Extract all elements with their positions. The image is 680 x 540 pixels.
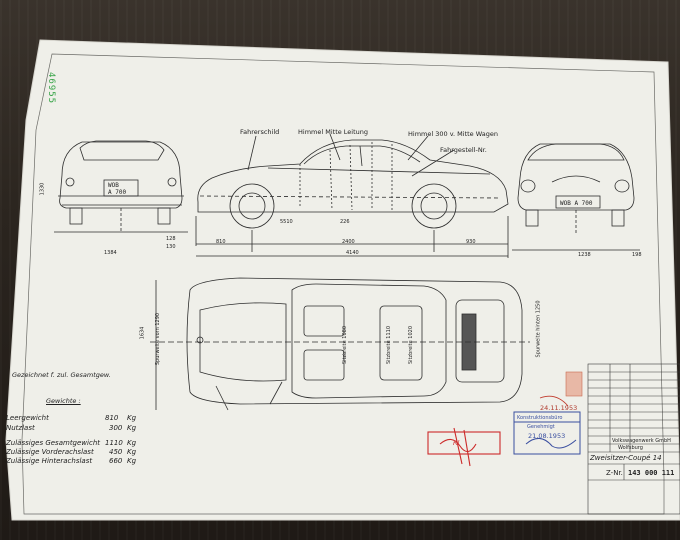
label-sitzbreite-3: Sitzbreite 1020: [408, 325, 415, 365]
date-stamp-top-text: 24.11.1953: [540, 404, 578, 412]
weight-unit: Kg: [127, 424, 137, 432]
rear-plate-text: WOB: [108, 182, 119, 189]
blue-stamp-date: 21.08.1953: [528, 432, 566, 440]
dim-front-width: 1238: [578, 252, 591, 258]
label-spurweite-vorn: Spurweite vorn 1290: [155, 312, 162, 366]
title-block-z-label: Z-Nr.: [606, 469, 623, 477]
dim-rear-width: 1384: [104, 250, 117, 256]
label-spurweite-hinten: Spurweite hinten 1250: [535, 300, 542, 358]
dim-height-left: 1330: [39, 182, 46, 196]
weight-value: 810: [105, 414, 119, 422]
dim-rear-overhang: 930: [466, 239, 476, 245]
dim-226: 226: [340, 219, 350, 225]
dim-length: 4140: [346, 250, 359, 256]
weight-unit: Kg: [127, 448, 137, 456]
weight-label: Zulässige Vorderachslast: [6, 448, 94, 456]
title-block: [587, 363, 680, 515]
annotation-fahrerschild: Fahrerschild: [240, 128, 280, 136]
blue-stamp: [513, 411, 581, 455]
weights-heading: Gewichte :: [46, 397, 81, 405]
frame-border: [21, 53, 665, 515]
rear-license-plate: [103, 179, 139, 197]
blue-stamp-line2: Genehmigt: [527, 424, 555, 430]
weight-value: 660: [109, 457, 123, 465]
weight-value: 450: [109, 448, 123, 456]
front-plate-text: WOB A 700: [560, 200, 593, 207]
weight-unit: Kg: [127, 457, 137, 465]
weight-value: 1110: [105, 439, 123, 447]
weight-unit: Kg: [127, 414, 137, 422]
annotation-himmel-300: Himmel 300 v. Mitte Wagen: [408, 130, 498, 138]
blue-stamp-line1: Konstruktionsbüro: [517, 415, 563, 421]
scale-note: Gezeichnet f. zul. Gesamtgew.: [12, 371, 111, 379]
plan-view: [150, 277, 530, 411]
weight-label: Zulässige Hinterachslast: [6, 457, 93, 465]
dim-130: 130: [166, 244, 176, 250]
red-stamp: [427, 427, 501, 467]
svg-text:A 700: A 700: [108, 189, 126, 196]
weight-unit: Kg: [127, 439, 137, 447]
front-license-plate: [555, 195, 601, 209]
annotation-fahrgestell: Fahrgestell-Nr.: [440, 146, 487, 154]
dim-wheelbase: 2400: [342, 239, 355, 245]
dim-front-overhang: 810: [216, 239, 226, 245]
stamp-number: 46955: [46, 72, 56, 105]
weight-label: Leergewicht: [6, 414, 49, 422]
rear-view: [54, 140, 188, 233]
front-view: [512, 143, 640, 251]
paper: [6, 40, 680, 520]
dim-plan-width: 1634: [139, 326, 146, 340]
dim-front-offset: 198: [632, 252, 642, 258]
title-block-z-value: 143 000 111: [628, 469, 675, 477]
date-stamp-top: [539, 371, 583, 407]
label-sitzbreite-2: Sitzbreite 1110: [386, 325, 393, 365]
weight-value: 300: [109, 424, 123, 432]
weight-label: Zulässiges Gesamtgewicht: [6, 439, 101, 447]
red-stamp-text: Rl: [453, 439, 460, 447]
label-sitzbreite-1: Sitzbreite 1080: [342, 325, 349, 365]
dim-side-clearance: 5510: [280, 219, 293, 225]
weight-label: Nutzlast: [6, 424, 35, 432]
title-block-city: Wolfsburg: [618, 445, 643, 451]
side-view: [195, 133, 509, 258]
title-block-title: Zweisitzer-Coupé 14: [590, 454, 662, 462]
annotation-himmel-mitte: Himmel Mitte Leitung: [298, 128, 369, 136]
title-block-company: Volkswagenwerk GmbH: [612, 438, 671, 444]
dim-128: 128: [166, 236, 176, 242]
